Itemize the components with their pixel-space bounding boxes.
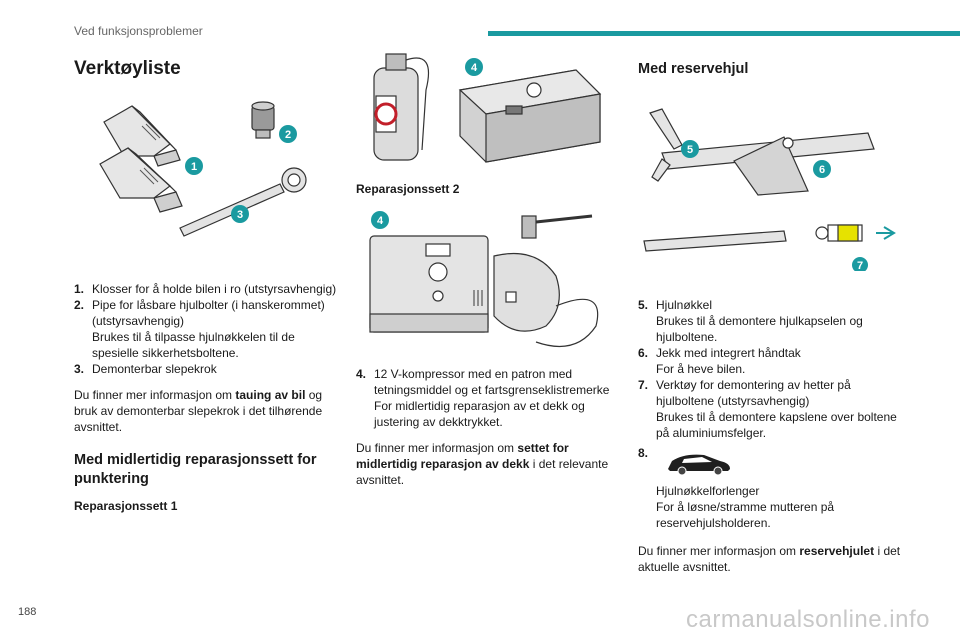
column-2: 4 Reparasjonssett 2 4 4. 12 V-kompressor… xyxy=(356,50,616,488)
item-number: 3. xyxy=(74,362,85,376)
list-item: 1. Klosser for å holde bilen i ro (utsty… xyxy=(74,281,344,297)
item-number: 6. xyxy=(638,346,649,360)
item-text: Klosser for å holde bilen i ro (utstyrsa… xyxy=(92,282,337,296)
list-item: 8. Hjulnøkkelforlenger For å løsne/stram… xyxy=(638,445,908,531)
info-link-text: tauing av bil xyxy=(235,388,306,402)
kit1-caption: Reparasjonssett 1 xyxy=(74,499,178,513)
info-text: og bruk av demonterbar slepekrok i det t… xyxy=(74,388,323,434)
badge-3-icon xyxy=(231,205,249,223)
kit2-caption: Reparasjonssett 2 xyxy=(356,182,460,196)
badge-2-icon xyxy=(279,125,297,143)
repair-kit-1-illustration: 4 xyxy=(373,53,602,163)
badge-1-label: 1 xyxy=(191,161,197,173)
badge-4b-icon xyxy=(371,211,389,229)
item-number: 5. xyxy=(638,298,649,312)
running-header: Ved funksjonsproblemer xyxy=(74,24,203,38)
list-item: 2. Pipe for låsbare hjulbolter (i hanske… xyxy=(74,297,344,361)
item-extra: Brukes til å tilpasse hjulnøkkelen til d… xyxy=(92,330,295,360)
spare-tools-list: 5. Hjulnøkkel Brukes til å demontere hju… xyxy=(638,297,908,531)
item-text: Verktøy for demontering av hetter på hju… xyxy=(656,378,851,408)
repair-kit-2-illustration: 4 xyxy=(369,211,599,348)
item-text: Jekk med integrert håndtak xyxy=(656,346,801,360)
info-text: Du finner mer informasjon om xyxy=(638,544,800,558)
list-item: 5. Hjulnøkkel Brukes til å demontere hju… xyxy=(638,297,908,345)
list-item: 6. Jekk med integrert håndtak For å heve… xyxy=(638,345,908,377)
badge-7-label: 7 xyxy=(857,260,863,271)
section-heading: Verktøyliste xyxy=(74,58,181,79)
item-number: 8. xyxy=(638,446,649,460)
info-paragraph: Du finner mer informasjon om tauing av b… xyxy=(74,387,344,435)
badge-4-label: 4 xyxy=(471,62,478,74)
car-icon xyxy=(668,454,730,476)
item-extra: Brukes til å demontere kapslene over bol… xyxy=(656,410,897,440)
badge-7-icon xyxy=(852,257,868,271)
tool-kit-illustration: 1 2 3 xyxy=(99,101,307,237)
item-text: Hjulnøkkelforlenger xyxy=(656,484,760,498)
info-link-text: reservehjulet xyxy=(799,544,875,558)
info-text: Du finner mer informasjon om xyxy=(74,388,236,402)
item-number: 2. xyxy=(74,298,85,312)
info-text: Du finner mer informasjon om xyxy=(356,441,518,455)
page-number: 188 xyxy=(18,606,37,618)
list-item: 3. Demonterbar slepekrok xyxy=(74,361,344,377)
item-text: Hjulnøkkel xyxy=(656,298,713,312)
badge-5-icon xyxy=(681,140,699,158)
badge-2-label: 2 xyxy=(285,129,291,141)
info-paragraph: Du finner mer informasjon om settet for … xyxy=(356,440,616,488)
item-number: 7. xyxy=(638,378,649,392)
item-number: 4. xyxy=(356,367,367,381)
section-heading: Med reservehjul xyxy=(638,61,749,77)
info-paragraph: Du finner mer informasjon om reservehjul… xyxy=(638,543,908,575)
badge-6-icon xyxy=(813,160,831,178)
badge-3-label: 3 xyxy=(237,209,243,221)
badge-1-icon xyxy=(185,157,203,175)
info-text: i det aktuelle avsnittet. xyxy=(638,544,901,574)
item-text: Pipe for låsbare hjulbolter (i hanskerom… xyxy=(92,298,325,328)
list-item: 7. Verktøy for demontering av hetter på … xyxy=(638,377,908,441)
watermark: carmanualsonline.info xyxy=(686,606,930,633)
item-extra: For å heve bilen. xyxy=(656,362,746,376)
info-text: i det relevante avsnittet. xyxy=(356,457,609,487)
subheading: Med midlertidig reparasjonssett for punk… xyxy=(74,452,317,487)
info-link-text: settet for midlertidig reparasjon av dek… xyxy=(356,441,569,471)
kit-list: 4. 12 V-kompressor med en patron med tet… xyxy=(356,366,616,430)
item-extra: Brukes til å demontere hjulkapselen og h… xyxy=(656,314,863,344)
item-extra: For midlertidig reparasjon av et dekk og… xyxy=(374,399,585,429)
badge-4-icon xyxy=(465,58,483,76)
header-accent-bar xyxy=(488,31,960,36)
item-text: 12 V-kompressor med en patron med tetnin… xyxy=(374,367,610,397)
column-1: Verktøyliste xyxy=(74,56,344,513)
tool-list: 1. Klosser for å holde bilen i ro (utsty… xyxy=(74,281,344,377)
badge-4b-label: 4 xyxy=(377,215,384,227)
list-item: 4. 12 V-kompressor med en patron med tet… xyxy=(356,366,616,430)
item-number: 1. xyxy=(74,282,85,296)
badge-5-label: 5 xyxy=(687,144,693,156)
column-3: Med reservehjul 5 6 7 8 xyxy=(638,56,908,575)
item-extra: For å løsne/stramme mutteren på reserveh… xyxy=(656,500,835,530)
item-text: Demonterbar slepekrok xyxy=(92,362,217,376)
badge-6-label: 6 xyxy=(819,164,825,176)
spare-wheel-tools-illustration: 5 6 7 8 xyxy=(643,108,896,271)
